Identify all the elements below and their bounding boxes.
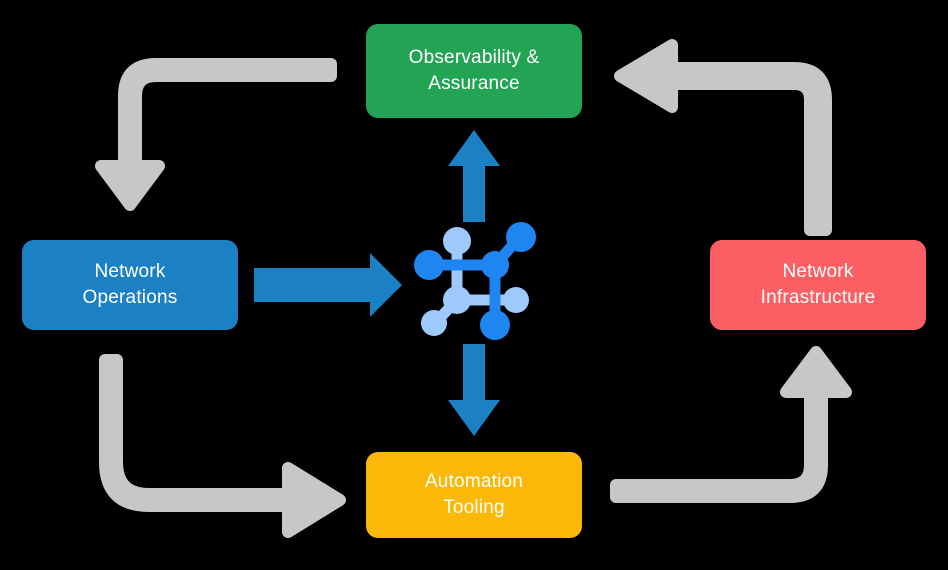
gray-arrow-infrastructure-to-observability	[614, 39, 832, 236]
box-automation-tooling[interactable]: Automation Tooling	[366, 452, 582, 538]
blue-arrow-operations-to-center	[254, 253, 402, 317]
box-network-operations-label-line2: Operations	[82, 287, 178, 308]
box-network-infrastructure-label-line1: Network	[782, 261, 854, 283]
blue-arrow-center-to-automation	[448, 344, 500, 436]
box-observability-label-line2: Assurance	[428, 73, 520, 94]
gray-arrow-operations-to-automation	[99, 354, 346, 538]
box-network-operations[interactable]: Network Operations	[22, 240, 238, 330]
box-observability-assurance[interactable]: Observability & Assurance	[366, 24, 582, 118]
box-automation-tooling-label-line2: Tooling	[443, 497, 505, 518]
box-automation-tooling-label-line1: Automation	[424, 471, 524, 493]
box-network-infrastructure[interactable]: Network Infrastructure	[710, 240, 926, 330]
gray-arrow-observability-to-operations	[95, 58, 337, 211]
gray-arrow-automation-to-infrastructure	[610, 346, 852, 503]
box-network-operations-label-line1: Network	[94, 261, 166, 283]
box-observability-label-line1: Observability &	[408, 47, 540, 69]
blue-arrow-center-to-observability	[448, 130, 500, 222]
box-network-infrastructure-label-line2: Infrastructure	[760, 287, 876, 308]
